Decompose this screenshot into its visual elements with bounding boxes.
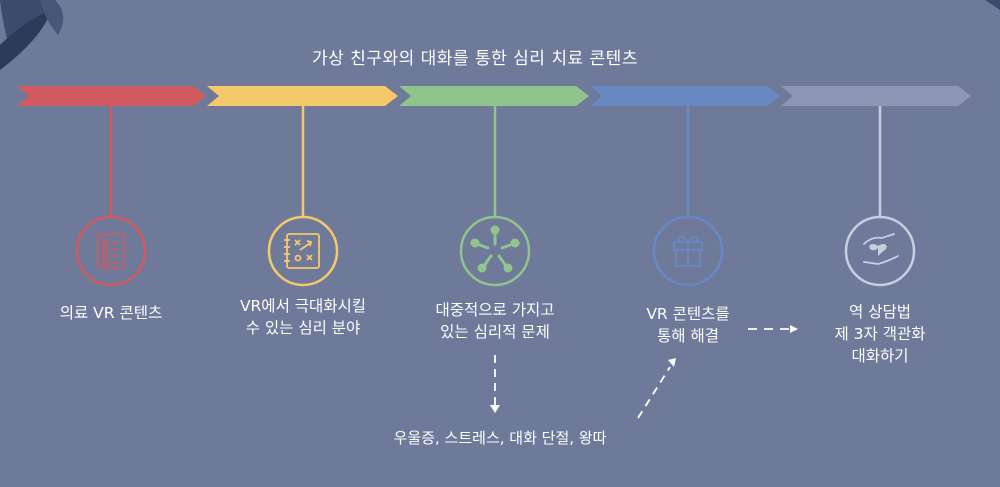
psychological-issues-note: 우울증, 스트레스, 대화 단절, 왕따 (393, 429, 607, 447)
clipboard-list-icon (97, 233, 125, 269)
flow-arrow-up (637, 358, 676, 419)
step-label-3: 대중적으로 가지고 있는 심리적 문제 (435, 301, 555, 341)
strategy-board-icon (284, 233, 320, 269)
step-label-1: 의료 VR 콘텐츠 (59, 304, 163, 322)
step-label-2: VR에서 극대화시킬 수 있는 심리 분야 (239, 297, 367, 337)
node-circle-5 (844, 215, 916, 287)
gift-box-icon (673, 235, 703, 267)
step-label-5: 역 상담법 제 3자 객관화 대화하기 (834, 303, 926, 365)
node-circle-1 (75, 215, 147, 287)
timeline-bar (17, 86, 971, 106)
node-circle-2 (267, 215, 339, 287)
chevron-segment-3 (399, 86, 589, 106)
leaf-decoration (0, 0, 64, 70)
chevron-segment-1 (17, 86, 206, 106)
chevron-segment-4 (590, 86, 780, 106)
flow-arrow-right (748, 325, 798, 333)
hands-circle-icon (470, 225, 520, 273)
chevron-segment-2 (207, 86, 398, 106)
node-circle-4 (652, 215, 724, 287)
chevron-segment-5 (781, 86, 971, 106)
hand-heart-icon (863, 233, 899, 265)
leaf-decoration-right (985, 0, 1000, 10)
diagram-title: 가상 친구와의 대화를 통한 심리 치료 콘텐츠 (312, 49, 638, 69)
step-label-4: VR 콘텐츠를 통해 해결 (646, 305, 730, 345)
node-circle-3 (459, 215, 531, 287)
flow-arrow-down (490, 355, 500, 413)
